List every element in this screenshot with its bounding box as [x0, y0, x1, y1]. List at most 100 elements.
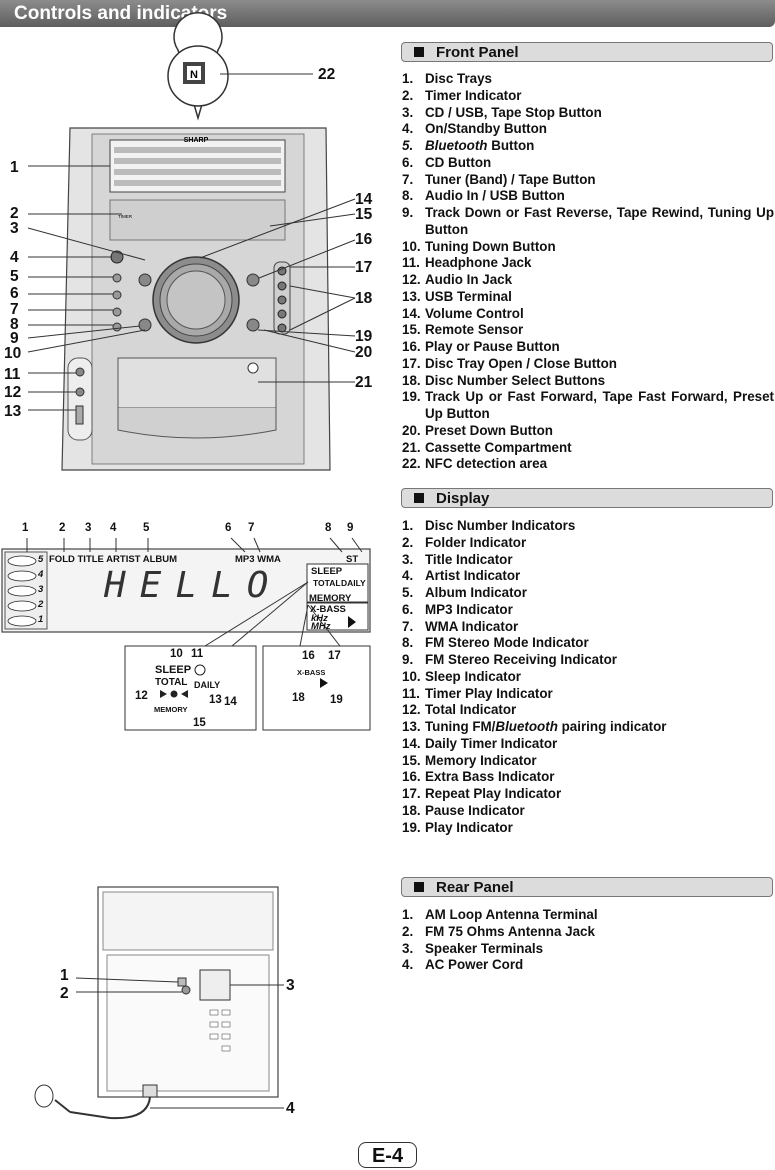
callout-number: 3: [10, 220, 19, 237]
lcd-disc-number: 3: [38, 584, 44, 595]
callout-number: 6: [225, 522, 232, 534]
item-number: 11.: [402, 255, 420, 271]
item-label: Total Indicator: [425, 702, 517, 718]
item-label: Volume Control: [425, 305, 524, 321]
item-number: 8.: [402, 188, 414, 204]
item-label: Disc Tray Open / Close Button: [425, 355, 617, 371]
callout-number: 10: [4, 345, 22, 362]
callout-number: 7: [248, 522, 255, 534]
display-item: 14.Daily Timer Indicator: [402, 736, 774, 753]
callout-number: 15: [193, 717, 206, 729]
square-bullet-icon: [414, 493, 424, 503]
zoom-total: TOTAL: [155, 677, 188, 688]
lcd-daily: DAILY: [341, 578, 366, 588]
callout-number: 4: [286, 1100, 295, 1117]
callout-number: 14: [355, 191, 373, 208]
callout-number: 19: [330, 694, 343, 706]
page-number: E-4: [358, 1142, 417, 1168]
lcd-mhz: MHz: [311, 621, 331, 632]
front_panel-item: 6.CD Button: [402, 155, 774, 172]
item-label: MP3 Indicator: [425, 601, 513, 617]
section-title: Controls and indicators: [14, 3, 228, 24]
display-item: 10.Sleep Indicator: [402, 669, 774, 686]
callout-number: 3: [286, 977, 295, 994]
svg-text:N: N: [190, 69, 198, 81]
callout-number: 21: [355, 374, 373, 391]
front_panel-item: 14.Volume Control: [402, 306, 774, 323]
square-bullet-icon: [414, 47, 424, 57]
callout-number: 17: [328, 650, 341, 662]
display-heading: Display: [401, 488, 773, 508]
rear_panel-item: 1.AM Loop Antenna Terminal: [402, 907, 774, 924]
front_panel-item: 8. Audio In / USB Button: [402, 188, 774, 205]
rear_panel-item: 4.AC Power Cord: [402, 957, 774, 974]
item-label: WMA Indicator: [425, 618, 519, 634]
callout-number: 19: [355, 328, 373, 345]
item-number: 1.: [402, 907, 414, 922]
square-bullet-icon: [414, 882, 424, 892]
display-item: 12.Total Indicator: [402, 702, 774, 719]
item-label: Remote Sensor: [425, 322, 524, 338]
callout-number: 16: [355, 231, 373, 248]
item-label: Pause Indicator: [425, 802, 525, 818]
item-number: 16.: [402, 339, 421, 354]
item-number: 6.: [402, 601, 414, 617]
callout-number: 9: [347, 522, 354, 534]
item-number: 9.: [402, 652, 414, 667]
lcd-main-text: HELLO: [104, 565, 283, 606]
item-label-suffix: pairing indicator: [557, 719, 667, 734]
callout-number: 5: [143, 522, 150, 534]
item-number: 15.: [402, 322, 421, 338]
timer-label: TIMER: [118, 214, 133, 219]
item-number: 1.: [402, 518, 414, 533]
callout-number: 17: [355, 259, 373, 276]
front_panel-item: 20.Preset Down Button: [402, 423, 774, 440]
item-number: 17.: [402, 786, 421, 801]
callout-number: 18: [292, 692, 305, 704]
callout-number: 20: [355, 344, 373, 361]
callout-number: 5: [10, 268, 19, 285]
front_panel-item: 21.Cassette Compartment: [402, 440, 774, 457]
callout-number: 4: [110, 522, 117, 534]
item-label: Audio In / USB Button: [425, 188, 565, 204]
item-number: 3.: [402, 940, 414, 956]
lcd-illustration: [1, 537, 371, 731]
item-label: Memory Indicator: [425, 752, 537, 768]
callout-number: 1: [60, 967, 69, 984]
item-number: 2.: [402, 923, 414, 939]
zoom-xbass: X-BASS: [297, 668, 326, 677]
lcd-disc-number: 1: [38, 614, 44, 625]
item-label: Track Up or Fast Forward, Tape Fast Forw…: [425, 389, 774, 421]
item-number: 8.: [402, 635, 414, 651]
callout-number: 11: [4, 366, 21, 383]
item-number: 12.: [402, 272, 421, 287]
lcd-format-labels: MP3 WMA: [235, 554, 281, 565]
item-label: FM Stereo Mode Indicator: [425, 635, 589, 651]
callout-number: 1: [22, 522, 29, 534]
callout-number: 13: [209, 694, 222, 706]
item-number: 21.: [402, 439, 421, 455]
item-number: 11.: [402, 685, 420, 701]
item-number: 10.: [402, 238, 421, 254]
callout-number: 2: [10, 205, 19, 222]
item-label: CD / USB, Tape Stop Button: [425, 104, 602, 120]
item-label: AC Power Cord: [425, 957, 524, 973]
callout-number: 12: [4, 384, 22, 401]
nfc-bubble: N: [167, 11, 313, 121]
lcd-disc-number: 4: [38, 569, 44, 580]
rear_panel-item: 3. Speaker Terminals: [402, 941, 774, 958]
lcd-disc-number: 2: [38, 599, 44, 610]
callout-number: 3: [85, 522, 92, 534]
item-label: Sleep Indicator: [425, 668, 521, 684]
lcd-sleep: SLEEP: [311, 566, 343, 577]
item-number: 9.: [402, 205, 414, 220]
item-label: Speaker Terminals: [425, 940, 544, 956]
callout-number: 22: [318, 66, 336, 83]
item-number: 14.: [402, 735, 421, 751]
item-number: 14.: [402, 305, 421, 321]
front_panel-item: 9.Track Down or Fast Reverse, Tape Rewin…: [402, 205, 774, 239]
callout-number: 8: [325, 522, 332, 534]
display-item: 5.Album Indicator: [402, 585, 774, 602]
front_panel-item: 7.Tuner (Band) / Tape Button: [402, 172, 774, 189]
